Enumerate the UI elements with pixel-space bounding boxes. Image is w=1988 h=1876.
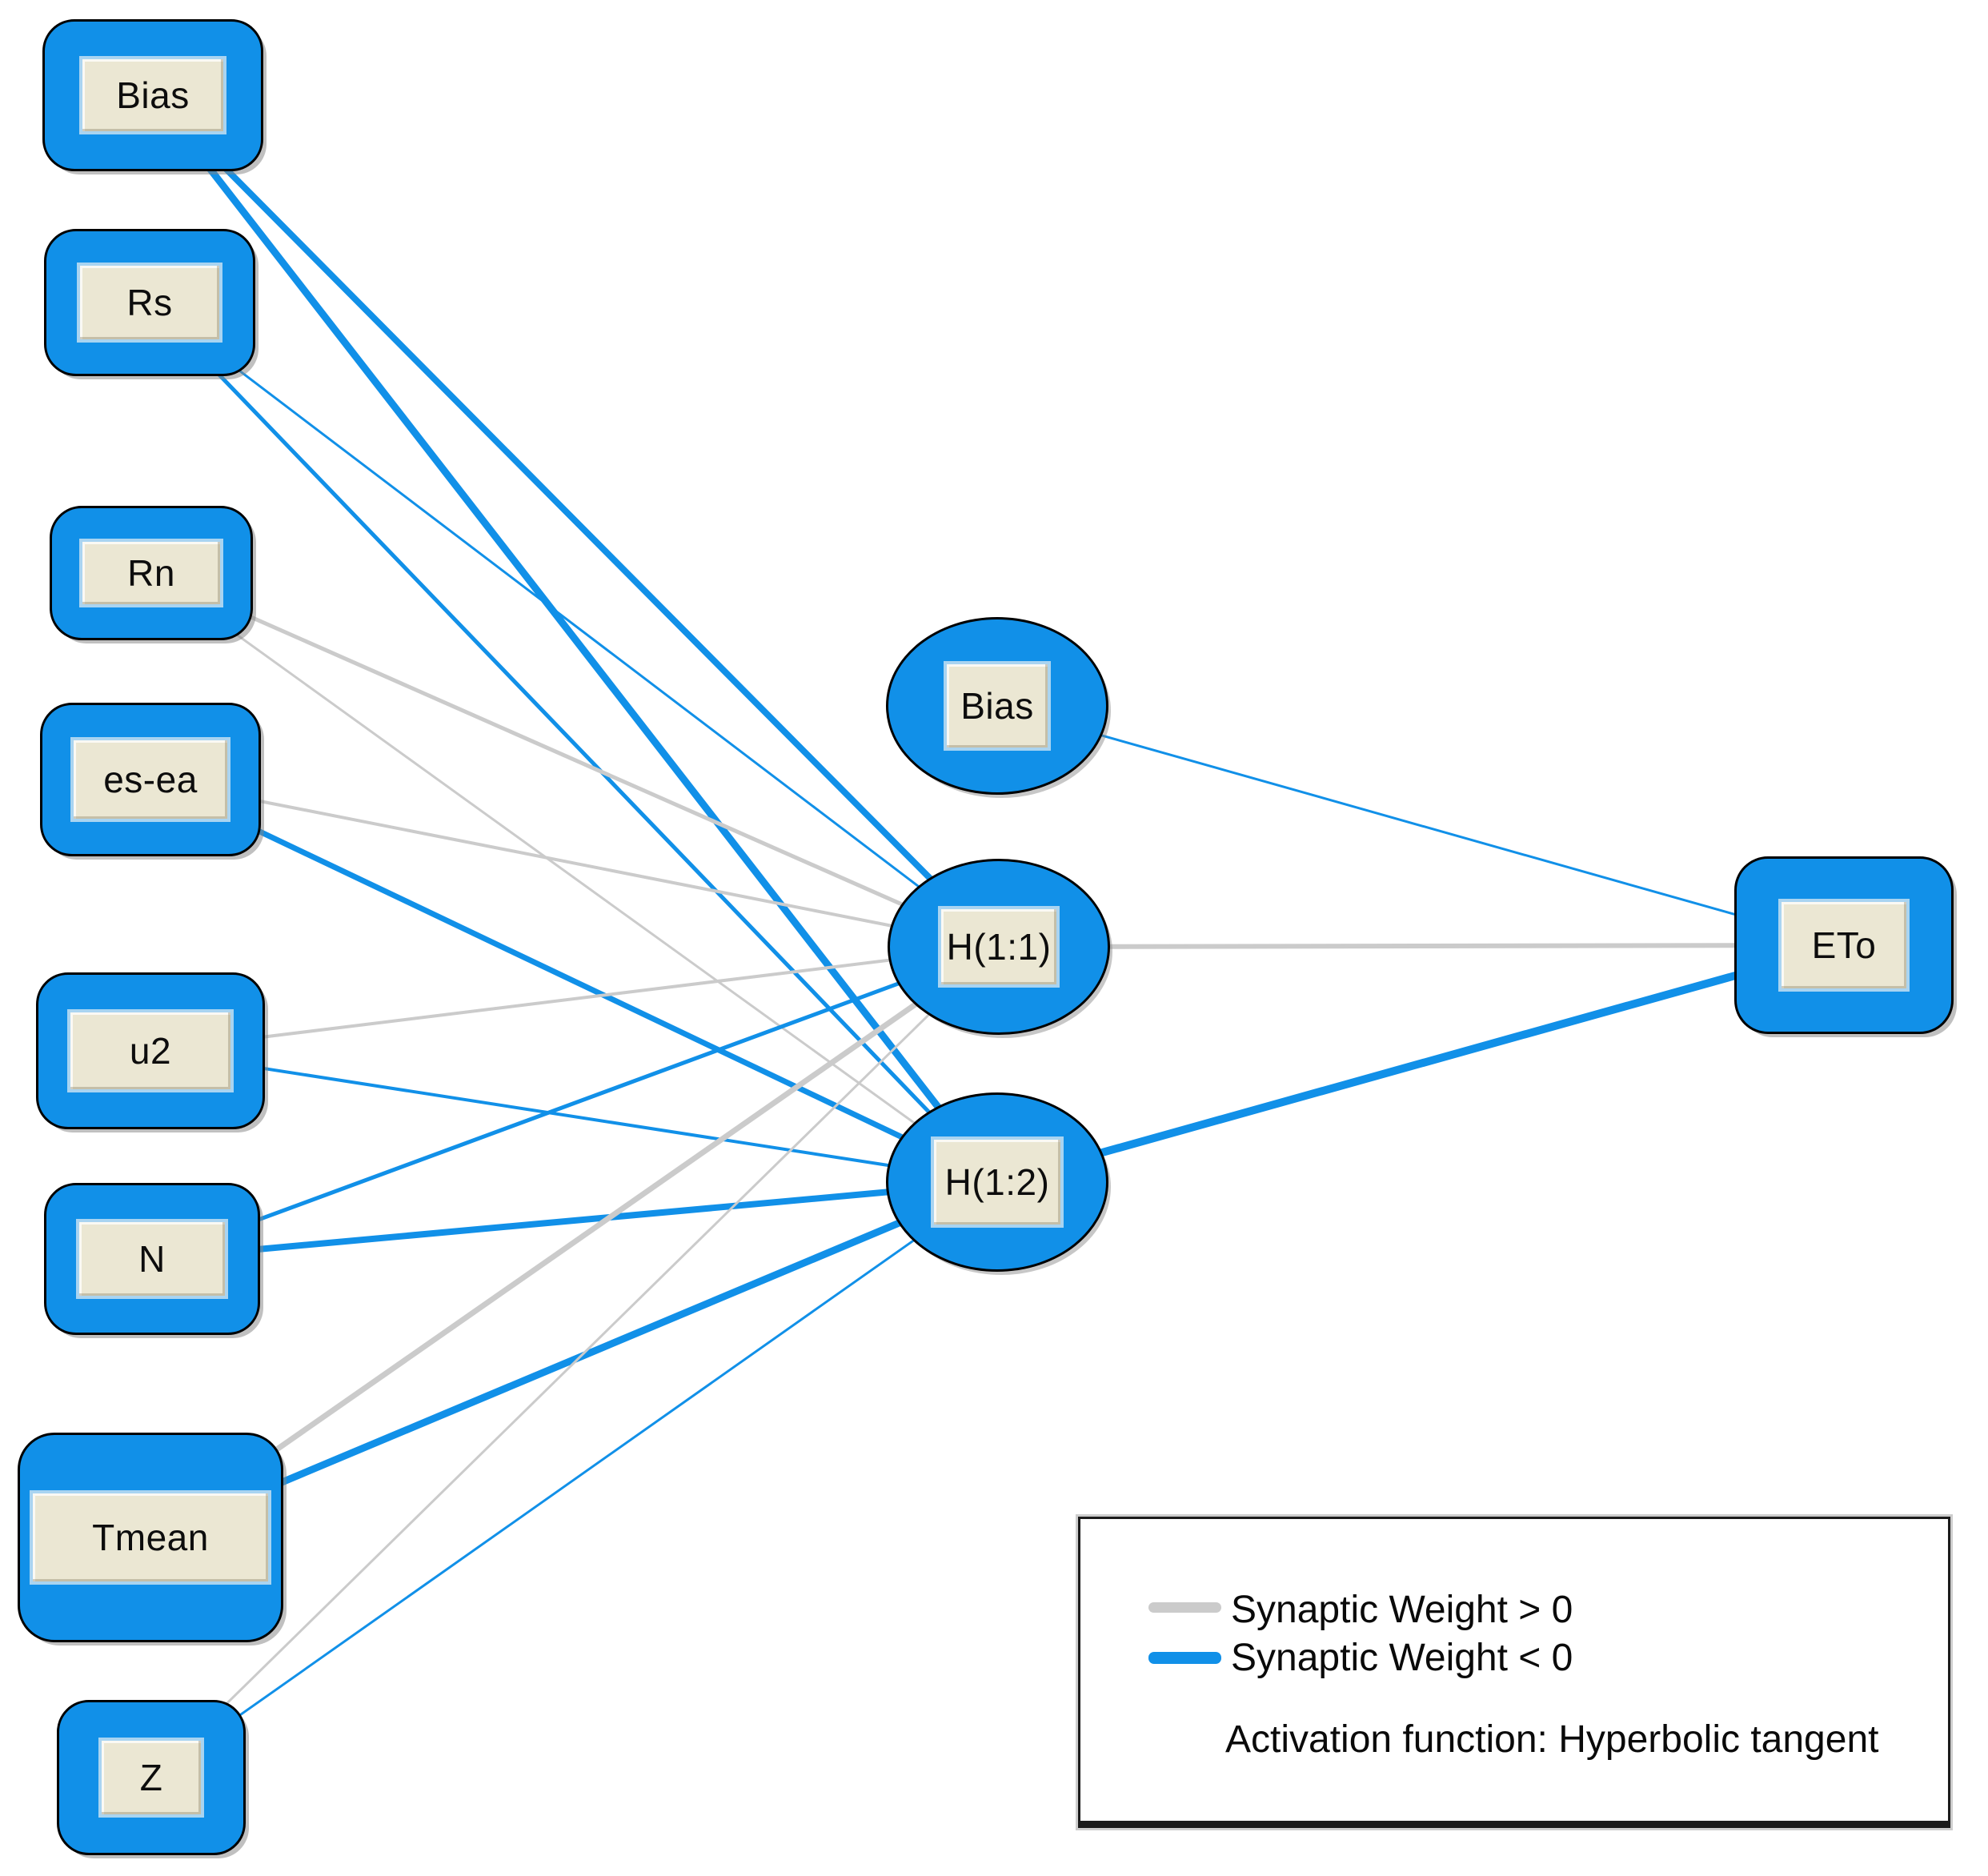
input-node-u2: u2: [36, 972, 265, 1129]
input-node-rn: Rn: [50, 506, 253, 640]
input-node-bias: Bias: [42, 19, 263, 171]
node-label-plate: ETo: [1778, 899, 1910, 992]
legend-label-negative: Synaptic Weight < 0: [1231, 1637, 1573, 1679]
node-label-plate: Bias: [79, 56, 226, 134]
connection-input_bias-h11: [150, 93, 1000, 949]
output-node-eto: ETo: [1734, 856, 1954, 1034]
node-label: Rn: [127, 552, 175, 594]
connection-z-h12: [150, 1181, 997, 1779]
node-label: es-ea: [103, 759, 198, 800]
node-label: H(1:1): [946, 926, 1052, 968]
node-label: Tmean: [92, 1517, 209, 1558]
hidden-node-h11: H(1:1): [888, 859, 1110, 1035]
hidden-node-bias: Bias: [886, 617, 1108, 795]
connection-n-h11: [151, 944, 999, 1261]
input-node-rs: Rs: [44, 229, 255, 376]
connection-rs-h11: [149, 301, 999, 948]
node-label-plate: H(1:2): [931, 1136, 1064, 1228]
connection-n-h12: [151, 1179, 997, 1262]
connection-tmean-h12: [149, 1178, 998, 1541]
node-label: Bias: [960, 685, 1034, 727]
connection-es_ea-h11: [150, 778, 999, 948]
connection-tmean-h11: [148, 944, 1000, 1540]
connection-u2-h11: [150, 945, 999, 1052]
connection-rn-h12: [150, 571, 997, 1184]
node-label: ETo: [1811, 924, 1877, 966]
negative-weight-swatch: [1148, 1652, 1221, 1664]
connection-input_bias-h12: [150, 93, 1000, 1185]
input-node-tmean: Tmean: [18, 1433, 283, 1642]
node-label: N: [138, 1238, 166, 1280]
input-node-z: Z: [57, 1700, 246, 1855]
connection-hidden_bias-eto: [996, 704, 1845, 947]
node-label: u2: [129, 1030, 172, 1072]
hidden-node-h12: H(1:2): [886, 1092, 1108, 1272]
node-label-plate: es-ea: [70, 737, 230, 822]
positive-weight-swatch: [1148, 1602, 1221, 1613]
input-node-es-ea: es-ea: [40, 703, 261, 856]
node-label: H(1:2): [944, 1161, 1050, 1203]
node-label-plate: Tmean: [30, 1490, 271, 1585]
legend-activation-note: Activation function: Hyperbolic tangent: [1225, 1718, 1879, 1761]
node-label-plate: Z: [98, 1738, 204, 1818]
connection-rs-h12: [148, 301, 998, 1184]
node-label: Bias: [116, 74, 190, 116]
connection-h11-eto: [997, 943, 1845, 949]
connection-z-h11: [150, 945, 1000, 1779]
legend-label-positive: Synaptic Weight > 0: [1231, 1589, 1573, 1631]
connection-h12-eto: [995, 941, 1846, 1186]
node-label-plate: N: [76, 1219, 228, 1299]
connection-es_ea-h12: [149, 776, 998, 1185]
connection-rn-h11: [150, 571, 1000, 949]
node-label: Rs: [126, 282, 173, 323]
input-node-n: N: [44, 1183, 260, 1335]
node-label-plate: Rn: [79, 539, 223, 607]
node-label-plate: Bias: [944, 661, 1051, 751]
legend: Synaptic Weight > 0 Synaptic Weight < 0 …: [1078, 1517, 1950, 1828]
node-label-plate: Rs: [77, 263, 222, 343]
connection-u2-h12: [150, 1049, 997, 1184]
node-label-plate: u2: [67, 1009, 234, 1092]
node-label: Z: [139, 1757, 163, 1798]
node-label-plate: H(1:1): [938, 906, 1060, 988]
